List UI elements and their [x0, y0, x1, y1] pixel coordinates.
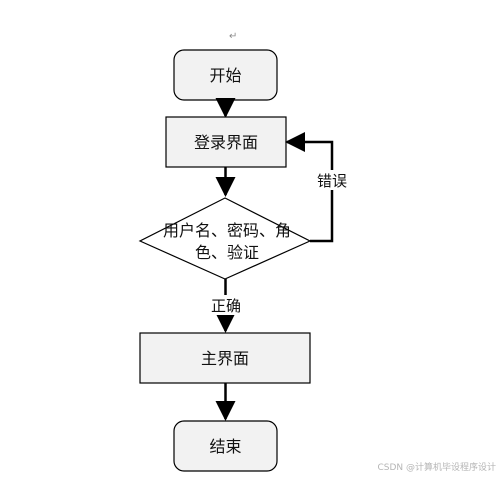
end-node-label: 结束 — [209, 437, 241, 456]
error-label: 错误 — [317, 172, 347, 190]
watermark: CSDN @计算机毕设程序设计 — [377, 461, 496, 473]
main-node-label: 主界面 — [201, 349, 249, 368]
login-node-label: 登录界面 — [194, 133, 258, 152]
login-node — [165, 116, 287, 168]
start-node-label: 开始 — [209, 66, 241, 85]
arrow-error-loop — [285, 132, 334, 243]
paragraph-mark: ↵ — [229, 31, 237, 42]
main-node — [139, 332, 311, 384]
decision-node-label-line1: 用户名、密码、角 — [163, 221, 291, 240]
correct-label-bg — [205, 295, 247, 315]
decision-node-label-line2: 色、验证 — [195, 243, 259, 262]
correct-label: 正确 — [211, 297, 241, 315]
error-label-bg — [314, 170, 350, 190]
end-node — [173, 420, 278, 472]
